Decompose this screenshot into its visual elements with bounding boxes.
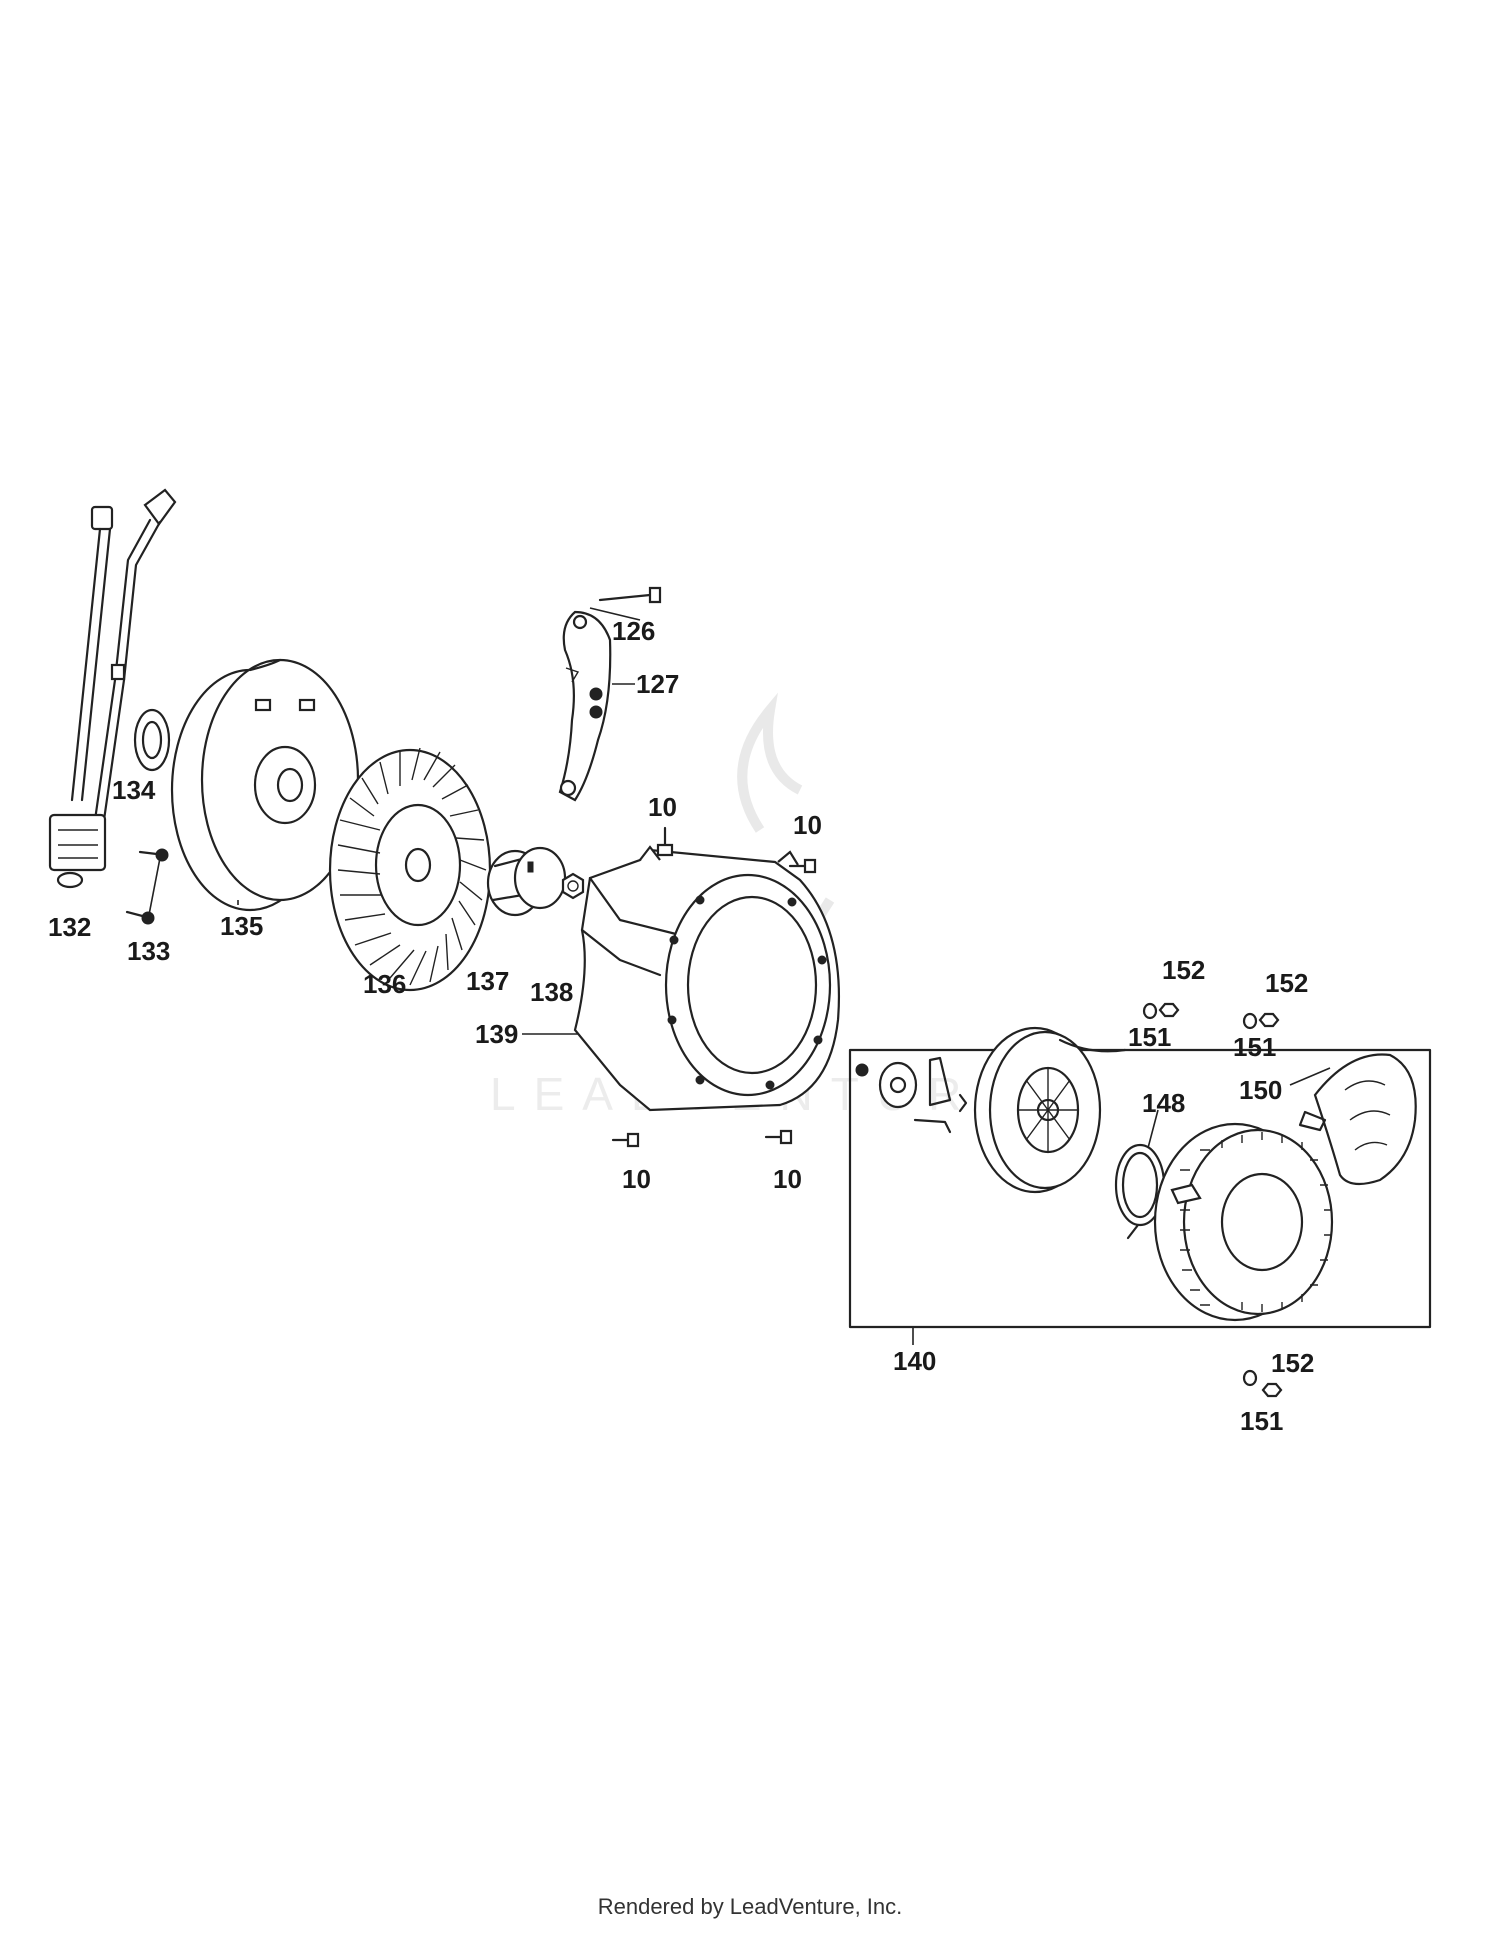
leader-150 (1289, 1067, 1331, 1086)
part-132-wire-harness[interactable] (48, 488, 177, 889)
label-127: 127 (636, 669, 679, 699)
part-135-flywheel[interactable] (170, 658, 360, 912)
label-151-c: 151 (1240, 1406, 1283, 1436)
label-152-a: 152 (1162, 955, 1205, 985)
label-151-b: 151 (1233, 1032, 1276, 1062)
recoil-pulley[interactable] (973, 1026, 1127, 1194)
part-151-washer-a[interactable] (1142, 1002, 1158, 1020)
label-150: 150 (1239, 1075, 1282, 1105)
label-10-bottom-left: 10 (622, 1164, 651, 1194)
part-151-washer-b[interactable] (1242, 1012, 1258, 1030)
part-152-nut-a[interactable] (1158, 1002, 1180, 1018)
leader-133 (147, 857, 161, 921)
label-10-top-right: 10 (793, 810, 822, 840)
label-140: 140 (893, 1346, 936, 1376)
part-10-bolt-top-right[interactable] (788, 858, 817, 874)
label-152-c: 152 (1271, 1348, 1314, 1378)
part-10-bolt-bottom-left[interactable] (611, 1132, 640, 1148)
label-134: 134 (112, 775, 156, 805)
part-138-flywheel-nut[interactable] (561, 872, 585, 900)
label-126: 126 (612, 616, 655, 646)
part-148-recoil-spring[interactable] (1114, 1143, 1166, 1240)
part-137-starter-cup[interactable] (486, 846, 567, 917)
recoil-pawl-assembly[interactable] (855, 1056, 968, 1134)
label-137: 137 (466, 966, 509, 996)
part-134-seal[interactable] (133, 708, 171, 772)
label-152-b: 152 (1265, 968, 1308, 998)
label-136: 136 (363, 969, 406, 999)
part-152-nut-c[interactable] (1261, 1382, 1283, 1398)
part-126-screw[interactable] (598, 586, 662, 604)
part-133-screws[interactable] (125, 848, 169, 925)
label-138: 138 (530, 977, 573, 1007)
part-150-starter-handle[interactable] (1298, 1053, 1417, 1186)
part-10-bolt-bottom-right[interactable] (764, 1129, 793, 1145)
part-151-washer-c[interactable] (1242, 1369, 1258, 1387)
label-10-top-left: 10 (648, 792, 677, 822)
part-140-recoil-starter-box[interactable] (848, 1048, 1432, 1329)
footer-credit: Rendered by LeadVenture, Inc. (597, 1894, 903, 1919)
label-10-bottom-right: 10 (773, 1164, 802, 1194)
leader-148 (1147, 1109, 1159, 1149)
label-148: 148 (1142, 1088, 1185, 1118)
label-135: 135 (220, 911, 263, 941)
label-133: 133 (127, 936, 170, 966)
part-127-control-bracket[interactable] (558, 610, 612, 802)
part-139-blower-housing[interactable] (573, 845, 841, 1112)
label-132: 132 (48, 912, 91, 942)
part-136-cooling-fan[interactable] (328, 747, 492, 992)
part-10-bolt-top-left[interactable] (656, 826, 674, 857)
label-139: 139 (475, 1019, 518, 1049)
leader-126 (589, 607, 641, 621)
part-152-nut-b[interactable] (1258, 1012, 1280, 1028)
starter-housing[interactable] (1153, 1122, 1334, 1322)
label-151-a: 151 (1128, 1022, 1171, 1052)
